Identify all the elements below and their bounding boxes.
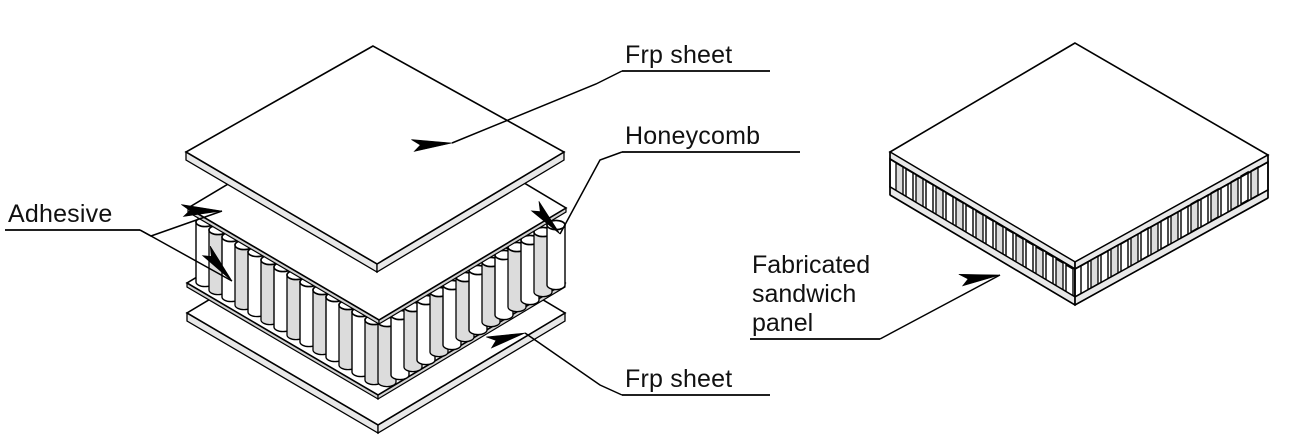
- leader-fabricated-panel: [879, 274, 1001, 340]
- callout-frp-sheet-top: Frp sheet: [411, 41, 770, 152]
- label-fabricated-line2: sandwich: [752, 280, 856, 308]
- label-honeycomb: Honeycomb: [625, 122, 760, 150]
- callout-fabricated-panel: Fabricated sandwich panel: [750, 251, 1001, 340]
- panel-vertical-corner-edges: [889, 152, 1269, 305]
- arrowhead-frp-sheet-bottom: [486, 332, 526, 349]
- frp-top-top-face: [184, 45, 566, 265]
- label-fabricated-line1: Fabricated: [752, 251, 870, 279]
- leader-frp-sheet-top: [451, 70, 623, 144]
- arrowhead-frp-sheet-top: [411, 139, 453, 152]
- callout-honeycomb: Honeycomb: [530, 122, 800, 235]
- arrowhead-fabricated-panel: [958, 273, 1001, 287]
- exploded-view: [184, 45, 568, 435]
- label-adhesive: Adhesive: [8, 200, 112, 228]
- frp-sheet-top-layer: [184, 45, 566, 274]
- label-frp-sheet-bottom: Frp sheet: [625, 365, 732, 393]
- leader-adhesive-lower: [139, 229, 233, 282]
- leader-honeycomb: [559, 151, 623, 235]
- fabricated-panel-view: [888, 42, 1270, 307]
- leader-frp-sheet-bottom: [524, 332, 623, 396]
- arrowhead-honeycomb: [530, 201, 561, 235]
- label-fabricated-line3: panel: [752, 309, 813, 337]
- arrowhead-adhesive-upper: [181, 204, 223, 217]
- callout-adhesive: Adhesive: [5, 200, 233, 282]
- label-frp-sheet-top: Frp sheet: [625, 41, 732, 69]
- arrowhead-adhesive-lower: [201, 245, 233, 282]
- callout-frp-sheet-bottom: Frp sheet: [486, 332, 770, 396]
